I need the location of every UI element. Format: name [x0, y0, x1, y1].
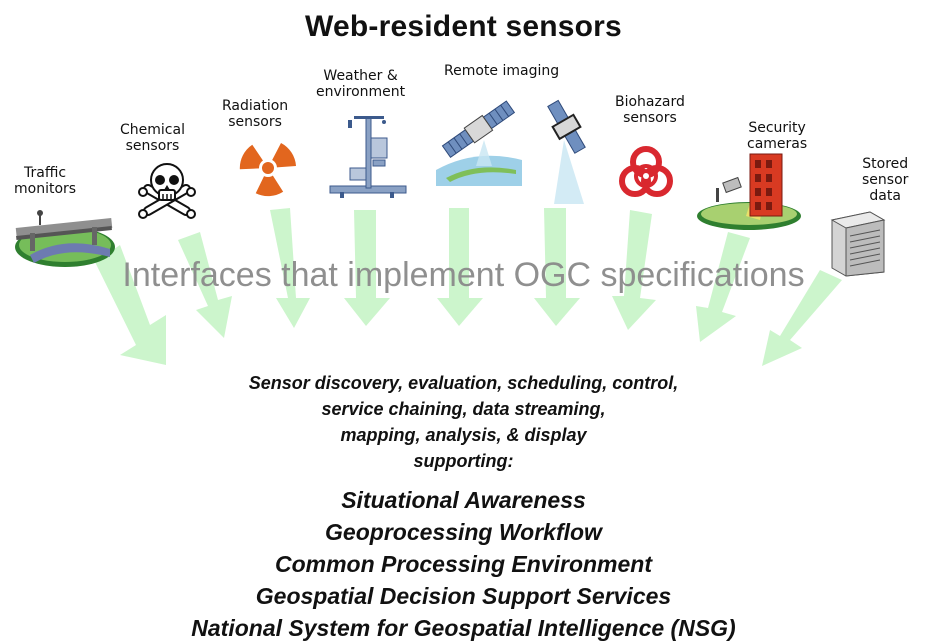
- arrow-biohazard: [612, 210, 656, 330]
- arrow-remote-imaging-2: [534, 208, 580, 326]
- sensor-label-radiation: Radiation sensors: [222, 98, 289, 130]
- sensor-label-chemical: Chemical sensors: [120, 122, 185, 154]
- arrow-radiation: [270, 208, 310, 328]
- outcome-item: Geospatial Decision Support Services: [255, 583, 672, 609]
- ogc-interfaces-text: Interfaces that implement OGC specificat…: [122, 256, 805, 294]
- sensor-label-stored-data: Stored sensor data: [862, 156, 909, 204]
- capabilities-line: mapping, analysis, & display: [340, 425, 587, 445]
- arrow-security: [696, 232, 750, 342]
- arrow-traffic: [95, 245, 166, 365]
- radiation-icon: [239, 143, 296, 197]
- sensor-label-weather: Weather & environment: [316, 68, 406, 100]
- traffic-monitor-icon: [15, 210, 115, 267]
- satellite-earth-icon: [436, 100, 522, 186]
- outcome-item: Common Processing Environment: [274, 551, 652, 577]
- server-storage-icon: [830, 211, 886, 277]
- sensor-label-security: Security cameras: [747, 120, 808, 152]
- arrow-chemical: [178, 232, 232, 338]
- capabilities-line: Sensor discovery, evaluation, scheduling…: [248, 373, 679, 393]
- capabilities-line: supporting:: [413, 451, 514, 471]
- diagram-title: Web-resident sensors: [305, 10, 622, 43]
- security-building-icon: [697, 153, 801, 230]
- sensor-label-remote-imaging: Remote imaging: [444, 63, 560, 79]
- biohazard-icon: [619, 146, 673, 197]
- outcome-item: Situational Awareness: [341, 487, 586, 513]
- outcome-item: Geoprocessing Workflow: [325, 519, 602, 545]
- capabilities-text: Sensor discovery, evaluation, scheduling…: [0, 370, 927, 474]
- sensor-label-traffic: Traffic monitors: [14, 165, 77, 197]
- weather-station-icon: [329, 116, 407, 198]
- satellite-beam-icon: [547, 99, 586, 204]
- capabilities-line: service chaining, data streaming,: [321, 399, 606, 419]
- outcomes-list: Situational Awareness Geoprocessing Work…: [0, 484, 927, 644]
- arrow-weather: [344, 210, 390, 326]
- sensor-label-biohazard: Biohazard sensors: [615, 94, 685, 126]
- arrow-remote-imaging-1: [437, 208, 483, 326]
- arrow-stored-data: [762, 270, 842, 366]
- outcome-item: National System for Geospatial Intellige…: [191, 615, 736, 641]
- skull-crossbones-icon: [138, 163, 196, 219]
